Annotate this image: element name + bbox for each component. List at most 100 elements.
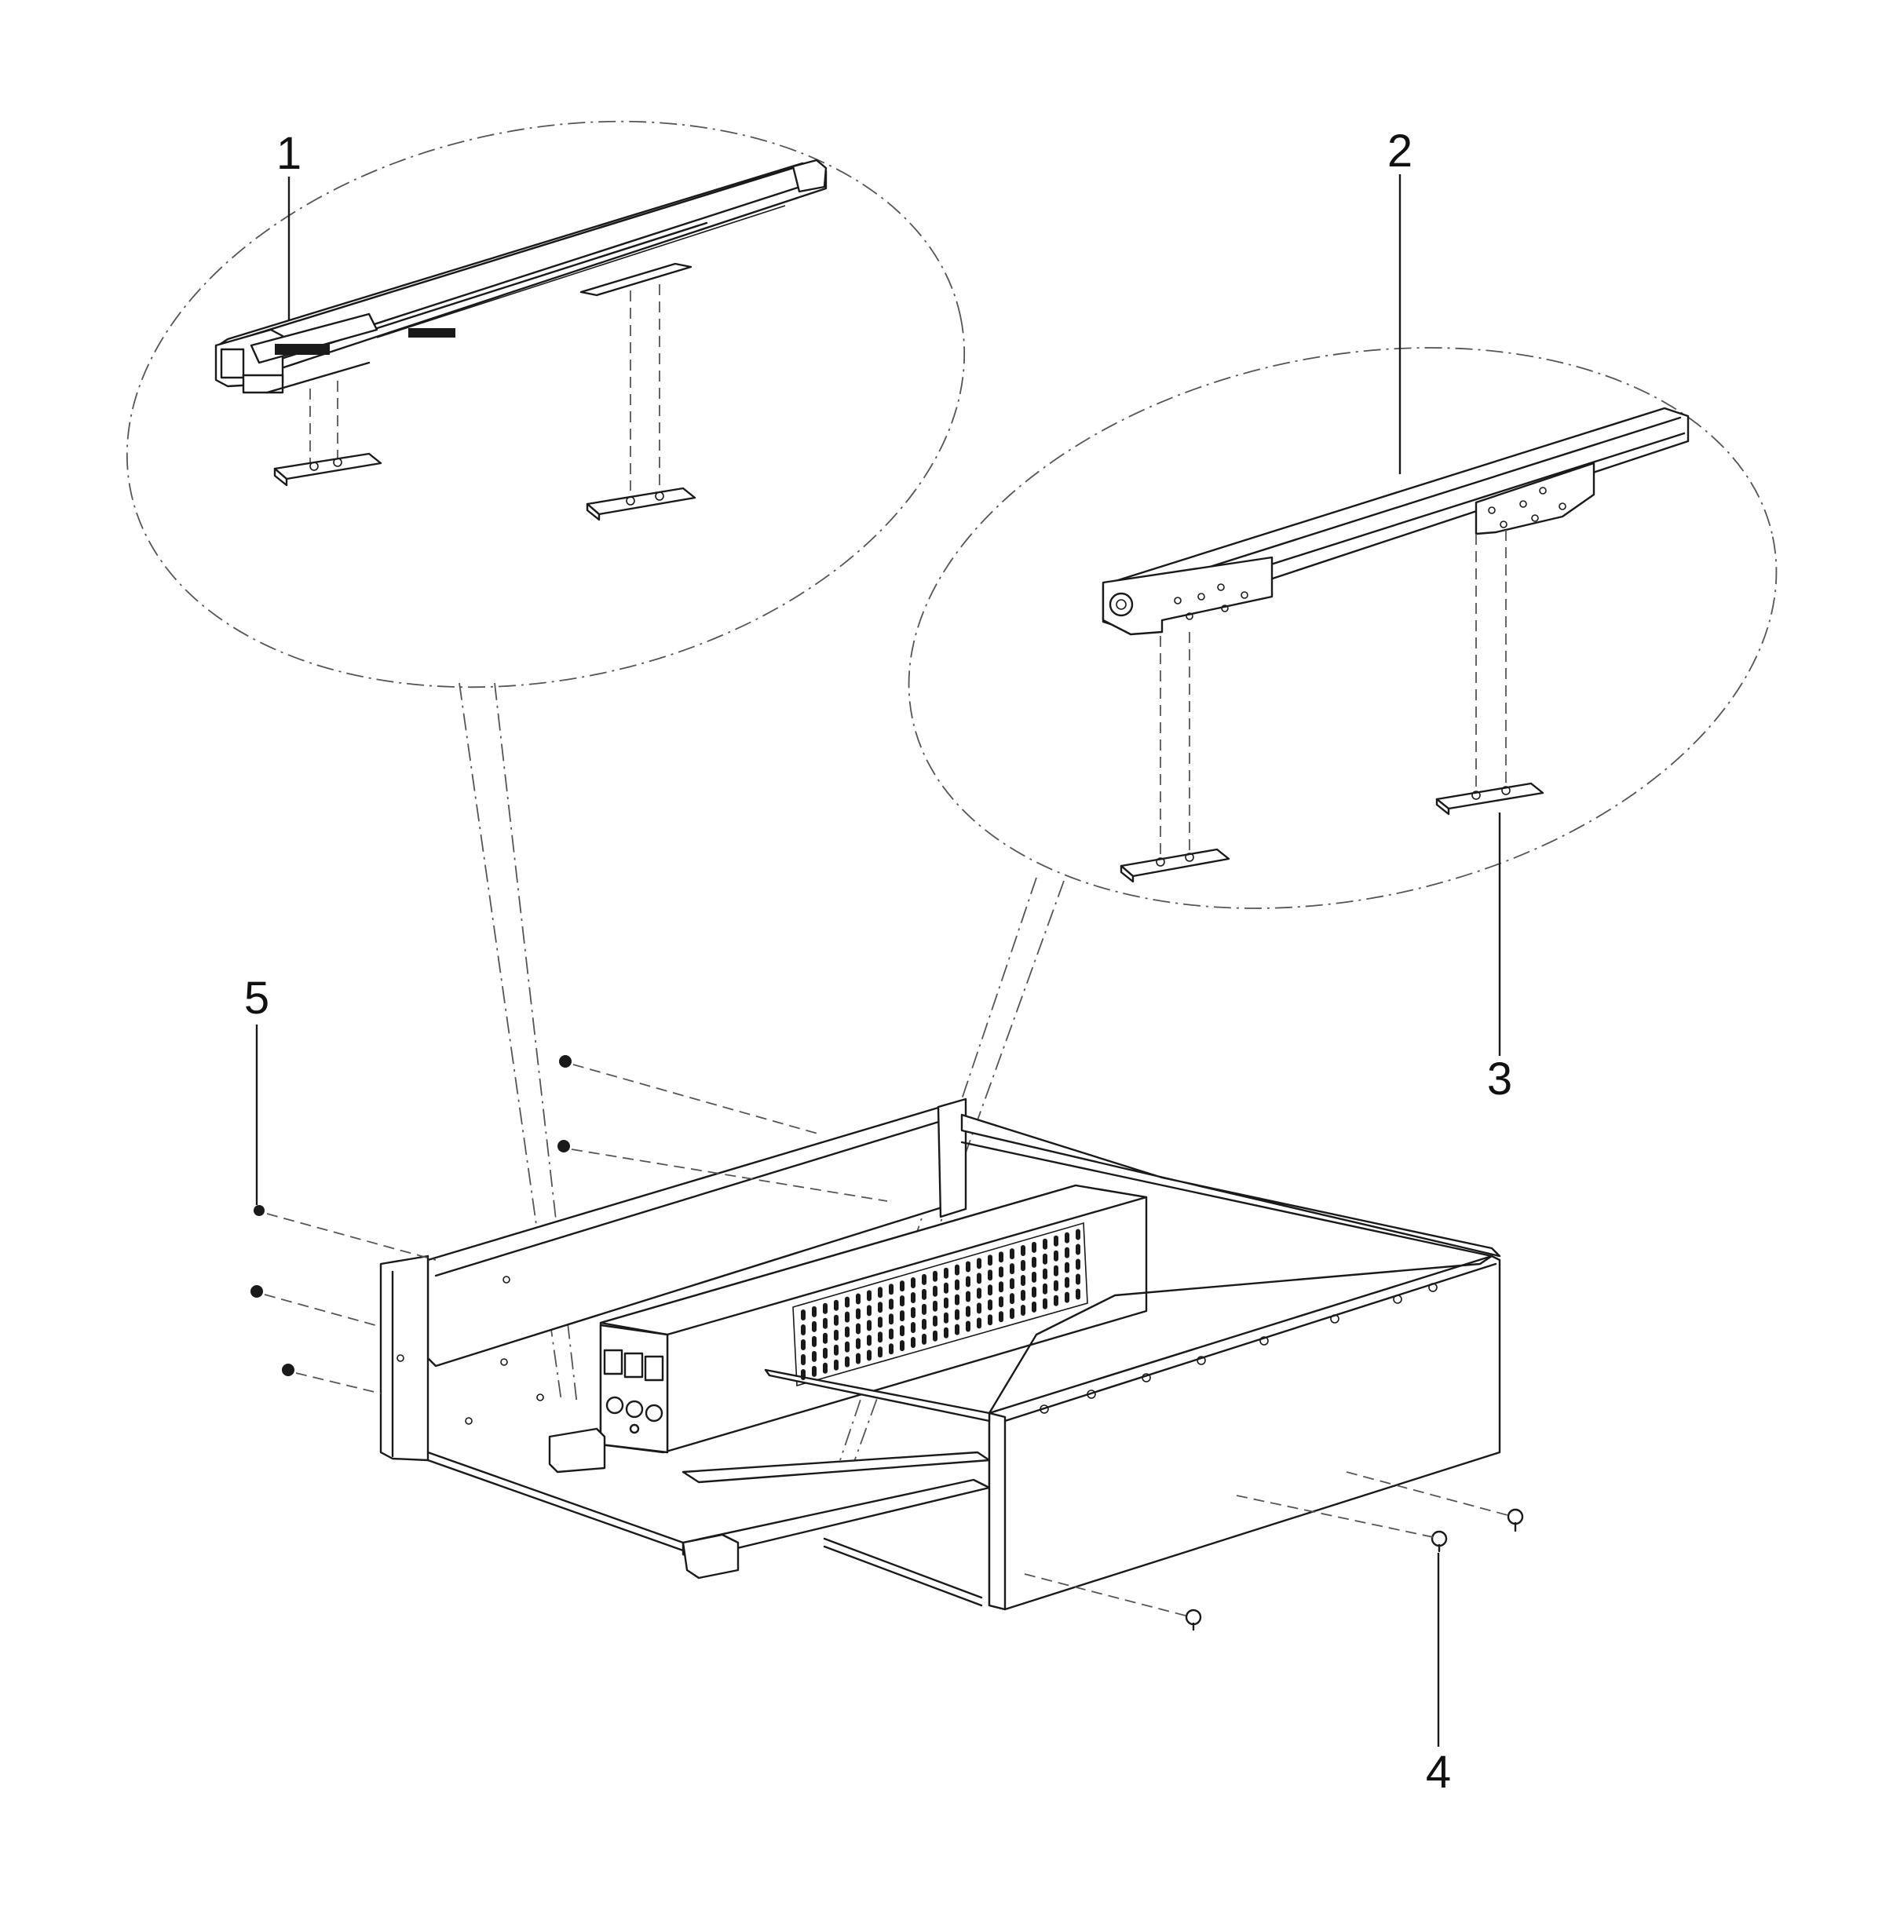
vent-slot bbox=[911, 1337, 915, 1348]
vent-slot bbox=[999, 1311, 1003, 1323]
vent-slot bbox=[1076, 1288, 1080, 1300]
vent-slot bbox=[856, 1308, 861, 1320]
vent-slot bbox=[1043, 1253, 1047, 1265]
vent-slot bbox=[889, 1328, 894, 1340]
detail-ellipse-1 bbox=[126, 120, 966, 688]
vent-slot bbox=[966, 1306, 970, 1317]
vent-slot bbox=[955, 1279, 959, 1291]
vent-slot bbox=[988, 1255, 992, 1266]
vent-slot bbox=[801, 1354, 806, 1365]
display-1 bbox=[603, 1349, 623, 1375]
vent-slot bbox=[845, 1341, 850, 1353]
vent-slot bbox=[1076, 1229, 1080, 1240]
vent-slot bbox=[1021, 1260, 1025, 1271]
screw-5a bbox=[559, 1055, 572, 1068]
vent-slot bbox=[1010, 1308, 1014, 1320]
vent-slot bbox=[867, 1305, 872, 1317]
vent-slot bbox=[889, 1298, 894, 1310]
mounting-plate-1a bbox=[273, 452, 382, 487]
detail-ellipse-2 bbox=[908, 347, 1778, 909]
vent-slot bbox=[977, 1287, 981, 1299]
vent-slot bbox=[1032, 1286, 1036, 1298]
detail-view-slide-2 bbox=[908, 174, 1778, 1056]
vent-slot bbox=[1076, 1244, 1080, 1255]
vent-slot bbox=[823, 1332, 828, 1344]
vent-slot bbox=[977, 1317, 981, 1329]
vent-slot bbox=[955, 1264, 959, 1276]
vent-slot bbox=[845, 1326, 850, 1338]
knob-1 bbox=[605, 1396, 624, 1415]
screw-5b bbox=[557, 1140, 570, 1152]
vent-slot bbox=[856, 1323, 861, 1335]
vent-slot bbox=[988, 1269, 992, 1281]
vent-slot bbox=[1076, 1273, 1080, 1285]
vent-slot bbox=[889, 1343, 894, 1355]
vent-slot bbox=[856, 1293, 861, 1305]
vent-slot bbox=[944, 1282, 948, 1294]
vent-slot bbox=[845, 1356, 850, 1368]
vent-slot bbox=[977, 1273, 981, 1284]
vent-slot bbox=[801, 1324, 806, 1335]
vent-slot bbox=[944, 1327, 948, 1339]
vent-slot bbox=[812, 1306, 817, 1317]
vent-slot bbox=[812, 1350, 817, 1362]
vent-slot bbox=[933, 1270, 937, 1282]
vent-slot bbox=[1021, 1305, 1025, 1316]
vent-slot bbox=[977, 1302, 981, 1314]
vent-slot bbox=[878, 1346, 883, 1358]
vent-slot bbox=[1054, 1235, 1058, 1247]
vent-slot bbox=[1043, 1298, 1047, 1309]
vent-slot bbox=[823, 1317, 828, 1329]
vent-slot bbox=[933, 1330, 937, 1342]
vent-slot bbox=[1043, 1238, 1047, 1250]
screw-4b bbox=[1431, 1530, 1448, 1553]
vent-slot bbox=[801, 1309, 806, 1320]
vent-slot bbox=[911, 1307, 915, 1318]
vent-slot bbox=[1065, 1276, 1069, 1288]
vent-slot bbox=[1043, 1283, 1047, 1295]
control-panel bbox=[599, 1324, 669, 1454]
vent-slot bbox=[922, 1303, 926, 1315]
callout-3: 3 bbox=[1486, 1054, 1513, 1105]
vent-slot bbox=[1010, 1248, 1014, 1260]
vent-slot bbox=[911, 1277, 915, 1288]
vent-slot bbox=[1021, 1245, 1025, 1256]
bottom-slide bbox=[426, 1427, 991, 1607]
vent-slot bbox=[1032, 1271, 1036, 1283]
vent-slot bbox=[944, 1267, 948, 1279]
vent-slot bbox=[878, 1331, 883, 1343]
knob-3 bbox=[645, 1404, 663, 1423]
vent-slot bbox=[878, 1302, 883, 1313]
vent-slot bbox=[1065, 1291, 1069, 1303]
vent-slot bbox=[812, 1320, 817, 1332]
vent-slot bbox=[845, 1311, 850, 1323]
vent-slot bbox=[1065, 1247, 1069, 1258]
vent-slot bbox=[966, 1320, 970, 1332]
vent-slot bbox=[944, 1312, 948, 1324]
vent-slot bbox=[1065, 1262, 1069, 1273]
screw-5c bbox=[254, 1205, 265, 1216]
vent-slot bbox=[1010, 1278, 1014, 1290]
vent-slot bbox=[911, 1322, 915, 1333]
vent-slot bbox=[977, 1258, 981, 1269]
screws bbox=[250, 1055, 1524, 1631]
vent-slot bbox=[878, 1287, 883, 1298]
vent-slot bbox=[900, 1295, 904, 1307]
vent-slot bbox=[834, 1329, 839, 1341]
vent-slot bbox=[823, 1347, 828, 1359]
vent-slot bbox=[1032, 1256, 1036, 1268]
knob-2 bbox=[625, 1400, 644, 1419]
vent-slot bbox=[867, 1320, 872, 1331]
screw-4c bbox=[1185, 1609, 1202, 1631]
vent-slot bbox=[1010, 1293, 1014, 1305]
vent-slot bbox=[922, 1333, 926, 1345]
drawer-slide-2 bbox=[1102, 407, 1690, 636]
vent-slot bbox=[999, 1281, 1003, 1293]
vent-slot bbox=[922, 1273, 926, 1285]
drawer-slide-1 bbox=[214, 159, 828, 394]
callout-5: 5 bbox=[243, 973, 270, 1024]
vent-slot bbox=[1054, 1250, 1058, 1262]
vent-slot bbox=[834, 1299, 839, 1311]
vent-slot bbox=[812, 1365, 817, 1377]
vent-slot bbox=[1010, 1263, 1014, 1275]
